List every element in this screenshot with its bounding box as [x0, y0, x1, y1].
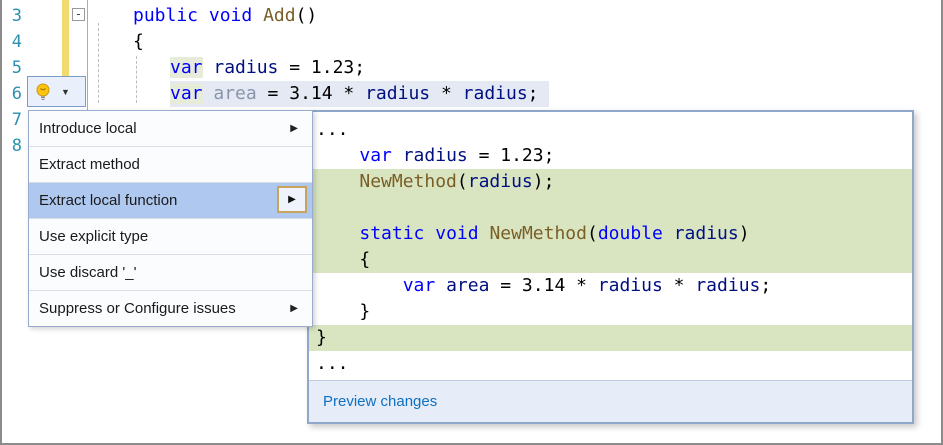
menu-item-use-explicit-type[interactable]: Use explicit type: [29, 219, 312, 255]
preview-changes-label: Preview changes: [323, 393, 438, 410]
change-tracking-bar: [62, 0, 69, 78]
code-line: {: [133, 31, 144, 52]
quick-actions-menu: Introduce local ▶ Extract method Extract…: [28, 110, 313, 327]
line-number: 3: [11, 6, 22, 26]
menu-item-extract-local-function[interactable]: Extract local function ▶: [29, 183, 312, 219]
menu-item-label: Extract local function: [39, 192, 178, 209]
preview-code-line-added: {: [309, 247, 912, 273]
line-number: 7: [11, 110, 22, 130]
submenu-arrow-icon: ▶: [290, 303, 298, 314]
menu-item-suppress-or-configure[interactable]: Suppress or Configure issues ▶: [29, 291, 312, 326]
menu-item-introduce-local[interactable]: Introduce local ▶: [29, 111, 312, 147]
preview-code-line: var radius = 1.23;: [359, 145, 555, 166]
preview-code: ... var radius = 1.23; NewMethod(radius)…: [309, 112, 912, 377]
preview-code-line: ...: [316, 119, 349, 140]
menu-item-use-discard[interactable]: Use discard '_': [29, 255, 312, 291]
preview-code-line-added: NewMethod(radius);: [309, 169, 912, 195]
menu-item-label: Use discard '_': [39, 264, 137, 281]
preview-code-line-added: }: [309, 325, 912, 351]
indent-guide: [98, 23, 99, 103]
preview-code-line: }: [316, 301, 371, 322]
refactoring-preview-popup: ... var radius = 1.23; NewMethod(radius)…: [307, 110, 914, 424]
preview-code-line: ...: [316, 353, 349, 374]
code-line: var radius = 1.23;: [170, 57, 366, 78]
dropdown-caret-icon: ▼: [61, 86, 70, 97]
preview-code-line-added: static void NewMethod(double radius): [309, 221, 912, 247]
submenu-expand-button[interactable]: ▶: [277, 186, 307, 213]
menu-item-label: Introduce local: [39, 120, 137, 137]
lightbulb-icon: [36, 83, 50, 100]
indent-guide: [136, 56, 137, 103]
submenu-arrow-icon: ▶: [290, 123, 298, 134]
menu-item-label: Suppress or Configure issues: [39, 300, 236, 317]
preview-code-line: var area = 3.14 * radius * radius;: [402, 275, 772, 296]
outline-margin-line: [87, 0, 88, 111]
submenu-arrow-icon: ▶: [288, 194, 296, 205]
line-number: 5: [11, 58, 22, 78]
menu-item-label: Use explicit type: [39, 228, 149, 245]
menu-item-label: Extract method: [39, 156, 140, 173]
line-number: 4: [11, 32, 22, 52]
quick-actions-lightbulb-button[interactable]: ▼: [27, 76, 86, 107]
code-line-selected: var area = 3.14 * radius * radius;: [170, 81, 549, 107]
menu-item-extract-method[interactable]: Extract method: [29, 147, 312, 183]
code-fold-collapse-icon[interactable]: -: [72, 8, 85, 21]
line-number: 6: [11, 84, 22, 104]
preview-changes-link[interactable]: Preview changes: [309, 380, 912, 422]
code-line: public void Add(): [133, 5, 318, 26]
preview-code-line-added: [309, 195, 912, 221]
line-number: 8: [11, 136, 22, 156]
